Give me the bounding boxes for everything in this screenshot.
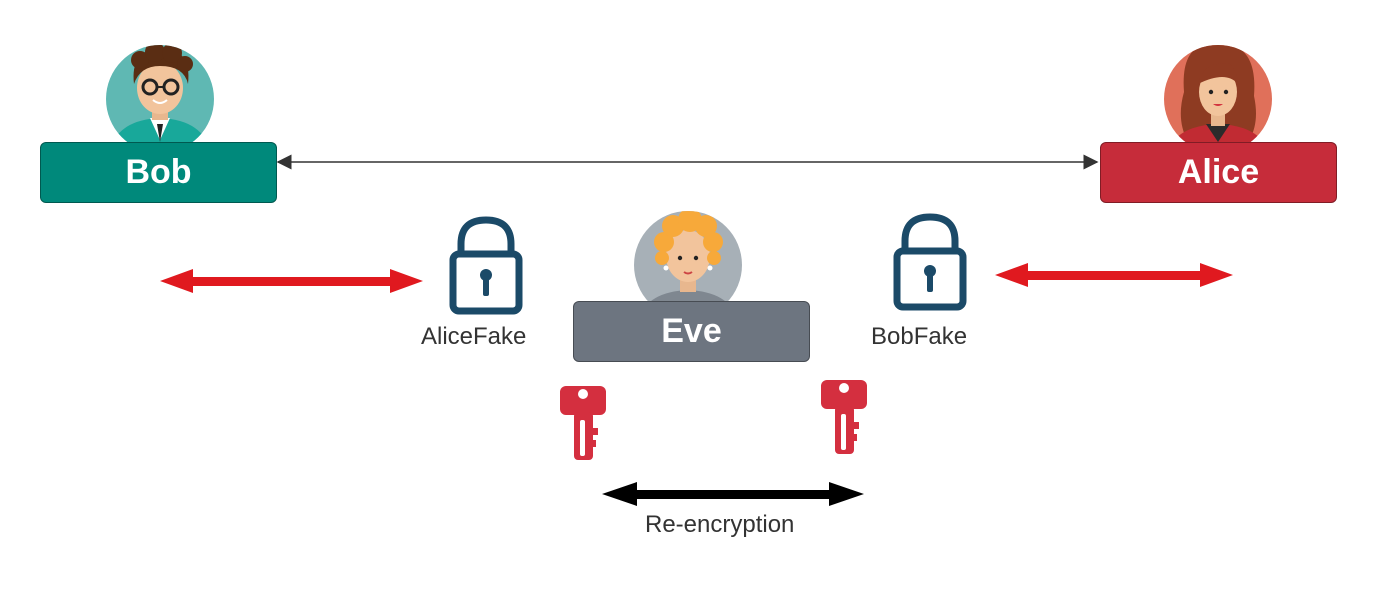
- alice-name: Alice: [1177, 153, 1260, 191]
- left-red-double-arrow: [160, 269, 423, 293]
- padlock-icon: [893, 213, 967, 311]
- padlock-icon: [449, 216, 523, 315]
- alicefake-label: AliceFake: [421, 323, 527, 350]
- eve-name: Eve: [661, 312, 722, 350]
- key-icon: [821, 380, 867, 454]
- bob-name: Bob: [125, 153, 192, 191]
- right-red-double-arrow: [995, 263, 1233, 287]
- eve-name-box: Eve: [573, 301, 810, 362]
- eve-avatar: [634, 211, 742, 319]
- reencryption-label: Re-encryption: [645, 511, 795, 538]
- bobfake-label: BobFake: [871, 323, 968, 350]
- alice-name-box: Alice: [1100, 142, 1337, 203]
- key-icon: [560, 386, 606, 460]
- reencryption-double-arrow: [602, 482, 864, 506]
- bob-name-box: Bob: [40, 142, 277, 203]
